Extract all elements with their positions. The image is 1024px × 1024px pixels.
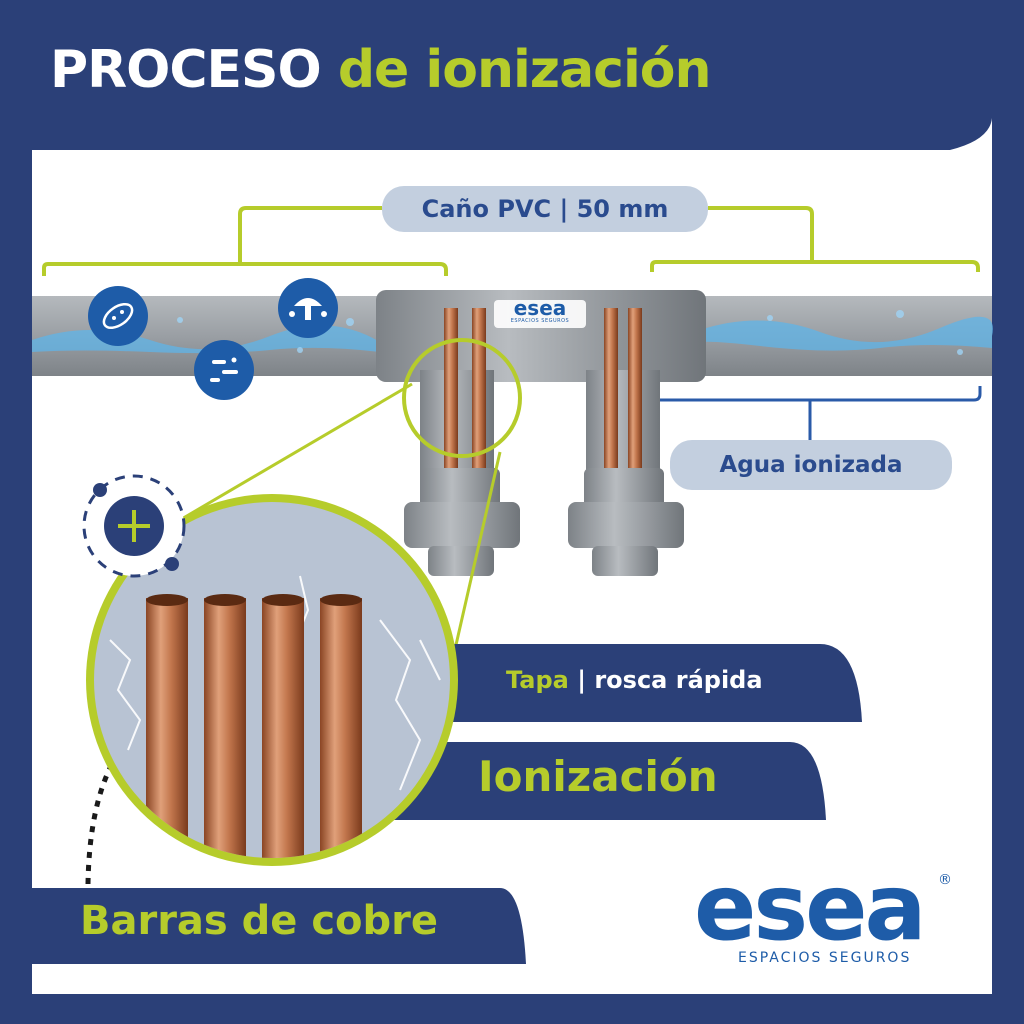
fitting-copper-rods (444, 308, 642, 468)
cap-label: Tapa | rosca rápida (506, 666, 763, 694)
banner-barras (32, 888, 526, 964)
fitting-logo-word: esea (513, 296, 567, 320)
brand-tagline: ESPACIOS SEGUROS (738, 950, 912, 966)
particles-icon (194, 340, 254, 400)
pipe-bracket-right (650, 206, 980, 272)
ionization-label: Ionización (478, 752, 718, 801)
fungus-icon (278, 278, 338, 338)
plus-icon (104, 496, 164, 556)
page-title: PROCESO de ionización (50, 40, 712, 100)
t-fitting (376, 290, 706, 382)
copper-bars (146, 594, 362, 858)
dashed-pointer (85, 717, 152, 885)
banner-ionizacion (360, 742, 826, 820)
fitting-logo-sub: ESPACIOS SEGUROS (510, 318, 570, 324)
cap-label-part1: Tapa (506, 666, 569, 694)
detail-marker (402, 338, 522, 458)
bars-label: Barras de cobre (80, 898, 439, 944)
brand-word: esea (694, 854, 927, 961)
brand-logo: esea ® ESPACIOS SEGUROS (694, 854, 956, 967)
pipe-bracket (42, 206, 448, 276)
quick-thread-caps (404, 468, 684, 576)
water-label: Agua ionizada (670, 440, 952, 490)
banner-tapa (360, 644, 862, 722)
registered-mark: ® (938, 872, 952, 888)
cap-label-sep: | (568, 666, 595, 694)
pipe-label: Caño PVC | 50 mm (382, 186, 708, 232)
cap-label-part2: rosca rápida (594, 666, 763, 694)
fitting-logo (494, 300, 586, 328)
title-part1: PROCESO (50, 40, 322, 100)
title-part2: de ionización (337, 40, 712, 100)
fitting-logo-text: esea ESPACIOS SEGUROS (494, 298, 586, 324)
water-bracket (660, 386, 982, 440)
bacteria-icon (88, 286, 148, 346)
